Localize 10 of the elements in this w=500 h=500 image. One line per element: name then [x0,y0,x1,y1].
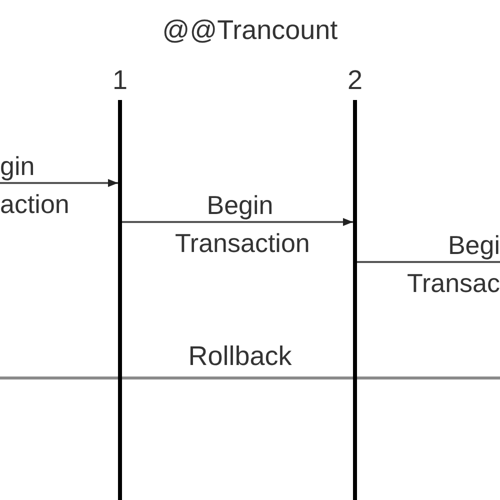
diagram-title: @@Trancount [161,14,339,47]
lifeline [353,100,357,500]
rollback-label: Rollback [187,340,293,372]
arrow [0,179,118,187]
arrow [122,218,353,226]
lifeline-number: 2 [346,64,364,96]
lifeline [118,100,122,500]
edge-label: Begi Transac [406,229,500,300]
edge-label: gin action [0,150,70,221]
lifeline-number: 1 [111,64,129,96]
